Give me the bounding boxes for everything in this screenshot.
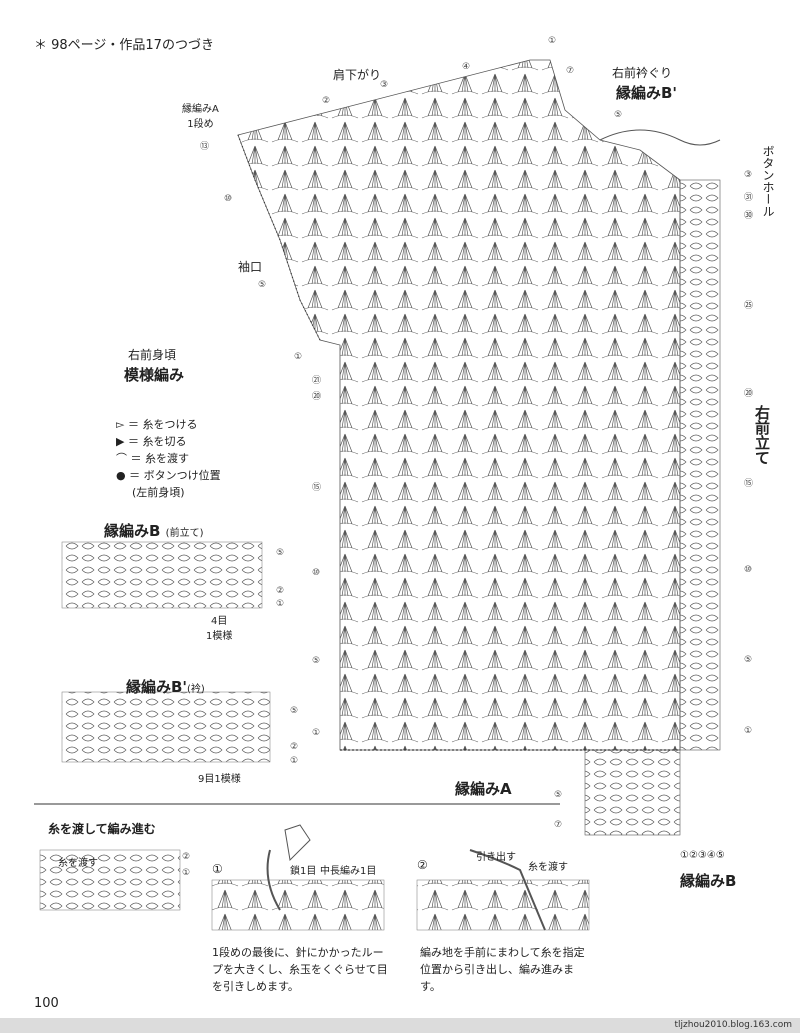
row-marker: ① [548, 36, 557, 46]
row-marker: ⑤ [554, 790, 563, 800]
legend-item: ▶ ＝ 糸を切る [116, 433, 221, 450]
row-marker: ⑳ [744, 389, 754, 399]
row-marker: ⑩ [744, 565, 753, 575]
detail-bp-repeat: 9目1模様 [198, 774, 241, 785]
detail-b-repeat: 4目 1模様 [206, 616, 233, 642]
cut-thread-icon: ▶ [116, 435, 125, 448]
right-front-band-label: 右前立て [753, 405, 771, 465]
right-neck-label: 右前衿ぐり [612, 66, 673, 80]
row-marker: ㉑ [312, 376, 322, 386]
detail-bp-title: 縁編みB'(衿) [126, 676, 205, 697]
row-marker: ① [290, 756, 299, 766]
row-marker: ⑤ [258, 280, 267, 290]
pass-thread-icon: ⌒ [116, 452, 127, 465]
detail-b-title-text: 縁編みB [104, 522, 161, 540]
band-numbers: ①②③④⑤ [680, 850, 725, 861]
row-marker: ① [744, 726, 753, 736]
row-marker: ⑤ [312, 656, 321, 666]
row-marker: ⑮ [744, 479, 754, 489]
row-marker: ⑳ [312, 392, 322, 402]
row-marker: ④ [462, 62, 471, 72]
shoulder-label: 肩下がり [333, 68, 382, 82]
row-marker: ⑤ [276, 548, 285, 558]
step2-label-pass: 糸を渡す [528, 862, 568, 873]
step1-number: ① [212, 862, 223, 876]
row-marker: ① [182, 868, 191, 878]
row-marker: ② [182, 852, 191, 862]
watermark: tljzhou2010.blog.163.com [674, 1020, 793, 1030]
row-marker: ③ [744, 170, 753, 180]
row-marker: ⑤ [290, 706, 299, 716]
detail-b-sub: (前立て) [165, 528, 204, 539]
button-position-icon: ● [116, 469, 126, 482]
legend-text: ＝ 糸をつける [127, 418, 198, 431]
step1-label-hdc: 中長編み1目 [320, 866, 377, 877]
detail-b-title: 縁編みB (前立て) [104, 520, 203, 541]
page-number: 100 [34, 996, 59, 1011]
legend-text: (左前身頃) [132, 486, 185, 499]
row-marker: ⑦ [554, 820, 563, 830]
detail-bp-title-text: 縁編みB' [126, 678, 188, 696]
row-marker: ② [322, 96, 331, 106]
legend-item: ● ＝ ボタンつけ位置 [116, 467, 221, 484]
step1-label-chain: 鎖1目 [290, 866, 317, 877]
legend-text: ＝ 糸を渡す [130, 452, 190, 465]
legend-item: (左前身頃) [116, 484, 221, 501]
right-front-body-label: 右前身頃 [128, 348, 177, 362]
page-continuation-title: ＊ 98ページ・作品17のつづき [34, 38, 214, 53]
buttonhole-label: ボタンホール [761, 145, 775, 217]
step2-number: ② [417, 858, 428, 872]
row-marker: ⑤ [744, 655, 753, 665]
attach-thread-icon: ▻ [116, 418, 125, 431]
legend-item: ▻ ＝ 糸をつける [116, 416, 221, 433]
legend-text: ＝ ボタンつけ位置 [129, 469, 221, 482]
detail-bp-sub: (衿) [187, 684, 205, 695]
howto-pass-thread: 糸を渡す [58, 858, 98, 869]
row-marker: ⑬ [200, 142, 210, 152]
row-marker: ② [290, 742, 299, 752]
row-marker: ㉚ [744, 211, 754, 221]
edging-a-label: 縁編みA [455, 780, 512, 798]
edging-b-label: 縁編みB [680, 872, 737, 890]
row-marker: ㉛ [744, 193, 754, 203]
legend-item: ⌒ ＝ 糸を渡す [116, 450, 221, 467]
edging-a-row1-label: 縁編みA 1段め [182, 104, 219, 130]
row-marker: ⑤ [614, 110, 623, 120]
armhole-label: 袖口 [238, 260, 263, 274]
row-marker: ① [312, 728, 321, 738]
pattern-label: 模様編み [124, 366, 185, 384]
row-marker: ③ [380, 80, 389, 90]
edging-b-prime-title: 縁編みB' [616, 84, 678, 102]
row-marker: ⑮ [312, 483, 322, 493]
step2-label-pull: 引き出す [476, 852, 516, 863]
footer-bar [0, 1018, 800, 1033]
row-marker: ⑩ [224, 194, 233, 204]
step2-text: 編み地を手前にまわして糸を指定位置から引き出し、編み進みます。 [420, 946, 585, 993]
howto-title: 糸を渡して編み進む [48, 822, 156, 836]
row-marker: ㉕ [744, 301, 754, 311]
row-marker: ⑩ [312, 568, 321, 578]
row-marker: ① [294, 352, 303, 362]
row-marker: ⑦ [566, 66, 575, 76]
row-marker: ② [276, 586, 285, 596]
step1-text: 1段めの最後に、針にかかったループを大きくし、糸玉をくぐらせて目を引きしめます。 [212, 946, 388, 993]
row-marker: ① [276, 599, 285, 609]
legend-text: ＝ 糸を切る [127, 435, 187, 448]
symbol-legend: ▻ ＝ 糸をつける ▶ ＝ 糸を切る ⌒ ＝ 糸を渡す ● ＝ ボタンつけ位置 … [116, 416, 221, 501]
